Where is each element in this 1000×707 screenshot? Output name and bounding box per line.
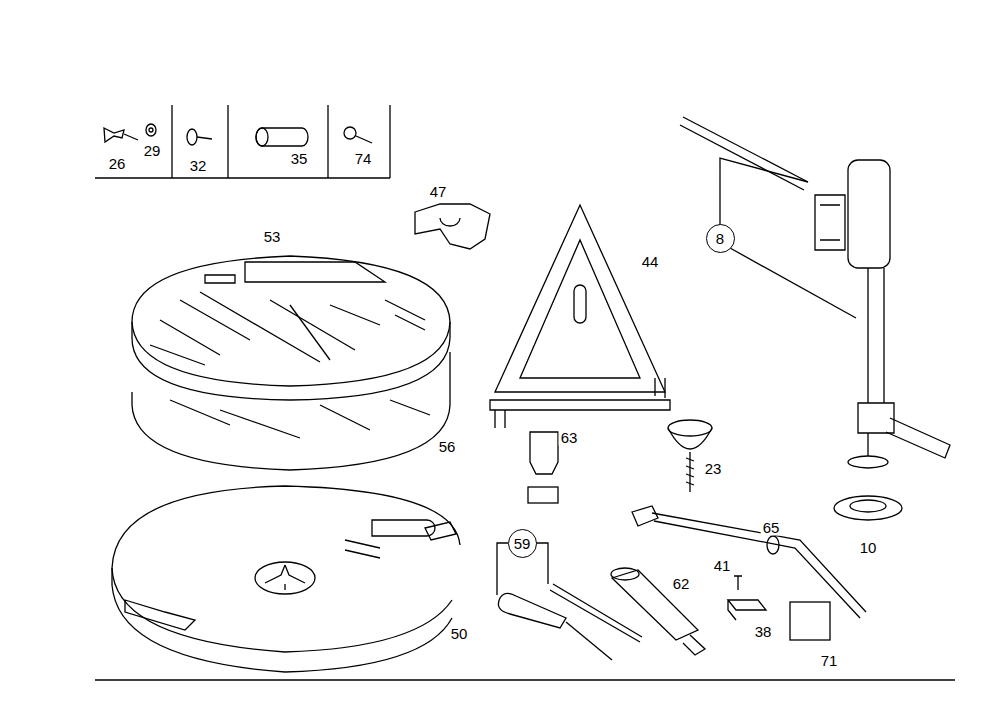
callout-number: 56	[437, 438, 458, 455]
label-plate	[790, 602, 830, 640]
callout-number: 65	[761, 519, 782, 536]
callout-number: 23	[703, 460, 724, 477]
leader-line	[730, 248, 856, 318]
callout-number: 29	[142, 142, 163, 159]
bottom-rule	[95, 679, 955, 681]
wheel-wrench	[632, 506, 866, 618]
callout-number: 10	[858, 539, 879, 556]
jack	[680, 117, 950, 468]
wing-bolt	[668, 420, 712, 492]
callout-circle: 59	[508, 529, 537, 558]
fuse-puller	[528, 432, 558, 503]
holder	[415, 204, 490, 249]
callout-number: 38	[753, 623, 774, 640]
callout-number: 63	[559, 429, 580, 446]
callout-number: 53	[262, 228, 283, 245]
callout-number: 74	[353, 150, 374, 167]
callout-number: 59	[514, 535, 531, 552]
callout-number: 44	[640, 253, 661, 270]
callout-circle: 8	[706, 224, 735, 253]
callout-number: 62	[671, 575, 692, 592]
warning-triangle	[490, 205, 670, 428]
rubber-pad	[834, 496, 902, 520]
callout-number: 26	[107, 155, 128, 172]
screwdrivers	[498, 584, 642, 660]
callout-number: 41	[712, 557, 733, 574]
callout-number: 47	[428, 183, 449, 200]
callout-number: 50	[449, 625, 470, 642]
adapter	[611, 568, 705, 655]
callout-number: 32	[188, 157, 209, 174]
bracket	[728, 600, 766, 620]
spare-wheel-cover	[112, 486, 460, 672]
tool-tray-upper	[132, 256, 450, 400]
parts-table	[95, 105, 390, 178]
screw	[734, 576, 742, 590]
callout-number: 35	[289, 150, 310, 167]
callout-number: 71	[819, 652, 840, 669]
leader-line	[720, 158, 808, 226]
callout-number: 8	[716, 230, 724, 247]
tool-tray-lower	[132, 352, 450, 470]
